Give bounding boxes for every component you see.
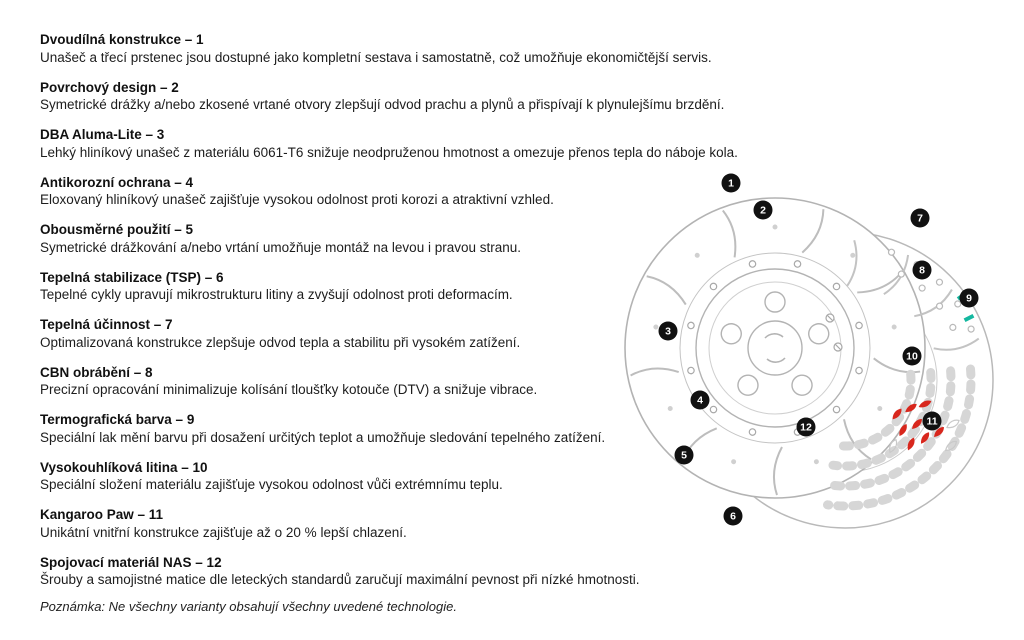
- kangaroo-paw-pillars: [823, 364, 976, 511]
- callout-11: 11: [922, 411, 942, 431]
- feature-item: Povrchový design – 2 Symetrické drážky a…: [40, 79, 800, 114]
- feature-item: Obousměrné použití – 5 Symetrické drážko…: [40, 221, 800, 256]
- callout-1: 1: [721, 173, 741, 193]
- feature-description: Unikátní vnitřní konstrukce zajišťuje až…: [40, 524, 407, 540]
- feature-description: Speciální lak mění barvu při dosažení ur…: [40, 429, 606, 445]
- feature-description: Tepelné cykly upravují mikrostrukturu li…: [40, 287, 513, 302]
- drilled-dots: [653, 224, 897, 465]
- feature-item: DBA Aluma-Lite – 3 Lehký hliníkový unaše…: [40, 126, 800, 161]
- callout-12: 12: [796, 417, 816, 437]
- callout-7: 7: [910, 208, 930, 228]
- callout-2: 2: [753, 200, 773, 220]
- feature-title: Termografická barva – 9: [40, 412, 195, 427]
- bore-detail: [764, 333, 786, 363]
- back-slots: [846, 240, 980, 351]
- feature-item: Kangaroo Paw – 11 Unikátní vnitřní konst…: [40, 506, 800, 541]
- front-rotor: [624, 197, 926, 499]
- callout-10: 10: [902, 346, 922, 366]
- feature-description: Šrouby a samojistné matice dle leteckých…: [40, 572, 640, 587]
- feature-item: Vysokouhlíková litina – 10 Speciální slo…: [40, 459, 800, 494]
- feature-description: Eloxovaný hliníkový unašeč zajišťuje vys…: [40, 192, 554, 207]
- feature-item: Antikorozní ochrana – 4 Eloxovaný hliník…: [40, 174, 800, 209]
- feature-list: Dvoudílná konstrukce – 1 Unašeč a třecí …: [40, 31, 800, 601]
- brake-rotor-illustration: [624, 197, 994, 529]
- feature-item: Tepelná účinnost – 7 Optimalizovaná kons…: [40, 316, 800, 351]
- feature-description: Symetrické drážkování a/nebo vrtání umož…: [40, 239, 522, 255]
- lug-holes: [720, 291, 830, 396]
- feature-title: Dvoudílná konstrukce – 1: [40, 32, 204, 47]
- feature-title: Obousměrné použití – 5: [40, 222, 194, 237]
- callout-4: 4: [690, 390, 710, 410]
- footnote: Poznámka: Ne všechny varianty obsahují v…: [40, 599, 457, 614]
- callout-8: 8: [912, 260, 932, 280]
- callout-6: 6: [723, 506, 743, 526]
- callout-9: 9: [959, 288, 979, 308]
- center-bore: [747, 320, 803, 376]
- callout-5: 5: [674, 445, 694, 465]
- feature-description: Lehký hliníkový unašeč z materiálu 6061-…: [40, 144, 738, 160]
- feature-description: Speciální složení materiálu zajišťuje vy…: [40, 477, 503, 492]
- feature-description: Optimalizovaná konstrukce zlepšuje odvod…: [40, 334, 521, 350]
- feature-title: Spojovací materiál NAS – 12: [40, 554, 222, 570]
- set-screws: [825, 313, 843, 352]
- feature-description: Symetrické drážky a/nebo zkosené vrtané …: [40, 97, 725, 112]
- feature-item: Dvoudílná konstrukce – 1 Unašeč a třecí …: [40, 31, 800, 66]
- feature-title: Tepelná účinnost – 7: [40, 317, 173, 332]
- feature-description: Precizní opracování minimalizuje kolísán…: [40, 382, 538, 397]
- back-rotor-details: [823, 240, 980, 511]
- feature-title: Vysokouhlíková litina – 10: [40, 459, 208, 475]
- callout-3: 3: [658, 321, 678, 341]
- feature-title: Antikorozní ochrana – 4: [40, 174, 194, 190]
- feature-item: Tepelná stabilizace (TSP) – 6 Tepelné cy…: [40, 269, 800, 304]
- feature-item: CBN obrábění – 8 Precizní opracování min…: [40, 364, 800, 399]
- feature-title: Kangaroo Paw – 11: [40, 507, 164, 522]
- feature-description: Unašeč a třecí prstenec jsou dostupné ja…: [40, 49, 712, 65]
- feature-item: Spojovací materiál NAS – 12 Šrouby a sam…: [40, 554, 800, 589]
- feature-title: Tepelná stabilizace (TSP) – 6: [40, 269, 224, 285]
- feature-title: Povrchový design – 2: [40, 79, 179, 95]
- feature-item: Termografická barva – 9 Speciální lak mě…: [40, 411, 800, 446]
- feature-title: DBA Aluma-Lite – 3: [40, 127, 165, 142]
- feature-title: CBN obrábění – 8: [40, 364, 153, 380]
